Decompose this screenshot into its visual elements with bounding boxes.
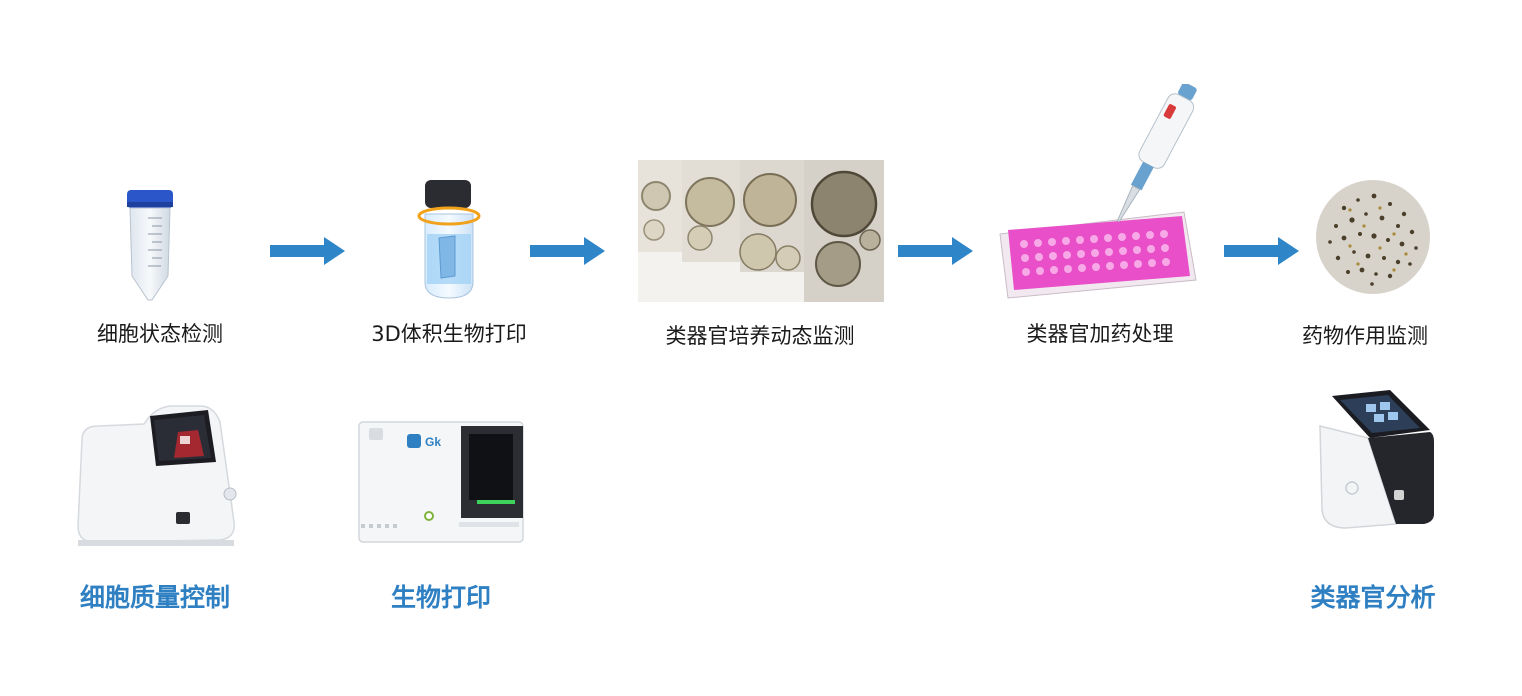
svg-text:Gk: Gk <box>425 435 441 449</box>
print-vial-icon <box>413 178 485 302</box>
flow-arrow-1 <box>270 236 346 266</box>
step-label-3d-bioprinting: 3D体积生物打印 <box>371 322 527 346</box>
step-label-cell-status: 细胞状态检测 <box>97 322 223 346</box>
organoid-dish-icon <box>1314 178 1432 296</box>
device-label-bioprinting: 生物打印 <box>390 583 491 612</box>
pipette-well-plate-icon <box>994 84 1200 302</box>
cell-analyzer-device-icon <box>74 402 240 548</box>
step-label-organoid-drug-treatment: 类器官加药处理 <box>1026 322 1174 346</box>
flow-arrow-3 <box>898 236 974 266</box>
device-label-cell-quality-control: 细胞质量控制 <box>79 583 230 612</box>
centrifuge-tube-icon <box>118 188 182 304</box>
device-label-organoid-analysis: 类器官分析 <box>1310 583 1436 612</box>
flow-arrow-4 <box>1224 236 1300 266</box>
organoid-analyzer-device-icon <box>1314 386 1438 536</box>
step-label-organoid-culture-monitoring: 类器官培养动态监测 <box>665 324 855 348</box>
step-label-drug-effect-monitoring: 药物作用监测 <box>1302 324 1428 348</box>
bioprinter-device-icon: Gk <box>357 420 525 544</box>
organoid-micrographs-icon <box>638 160 884 302</box>
flow-arrow-2 <box>530 236 606 266</box>
